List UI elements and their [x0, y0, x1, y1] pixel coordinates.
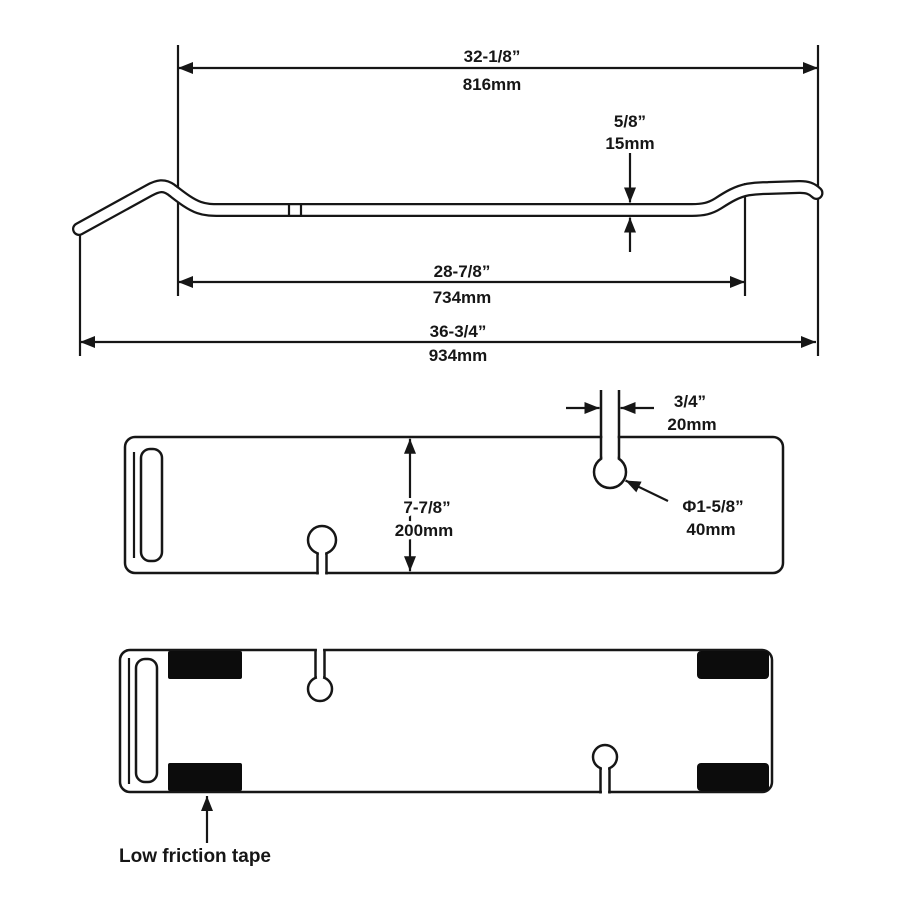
dim-thickness-inches-label: 5/8” [614, 112, 646, 131]
dim-hole-mm-label: 40mm [686, 520, 735, 539]
round-hole [592, 454, 628, 490]
top-notch-erase [316, 647, 324, 679]
tape-label: Low friction tape [119, 846, 271, 867]
bottom-keyhole-sides [599, 768, 611, 794]
dim-thickness-mm-label: 15mm [605, 134, 654, 153]
tape-patch-bottom-left [168, 763, 242, 791]
dim-height-inches-label: 7-7/8” [403, 498, 450, 517]
dim-height-mm-label: 200mm [395, 521, 454, 540]
dim-hole-inches-label: Φ1-5/8” [682, 497, 743, 516]
dim-top-inches-label: 32-1/8” [464, 47, 521, 66]
dim-slot-inches-label: 3/4” [674, 392, 706, 411]
rod-body [74, 181, 822, 234]
hole-diameter-leader [625, 479, 669, 502]
dim-inner-mm-label: 734mm [433, 288, 492, 307]
dim-top-mm-label: 816mm [463, 75, 522, 94]
top-notch-circle [306, 675, 334, 703]
tape-patch-top-right [697, 651, 769, 679]
tube-slot-sides [599, 390, 621, 460]
keyhole-slot-erase [318, 541, 326, 576]
dim-overall-inches-label: 36-3/4” [430, 322, 487, 341]
keyhole-slot-sides [316, 553, 328, 575]
plate-bottom-view: Low friction tape [118, 647, 774, 867]
tape-patch-bottom-right [697, 763, 769, 791]
rod-joint-seam [287, 204, 303, 216]
strap-slot-bottom [134, 657, 159, 784]
dim-inner-inches-label: 28-7/8” [434, 262, 491, 281]
bottom-keyhole-erase [601, 757, 609, 795]
top-notch-sides [314, 649, 326, 679]
hole-slot-erase [602, 434, 618, 460]
plate-top-view: 3/4” 20mm 7-7/8” 200mm Φ1-5/8” 40mm [123, 390, 785, 576]
tape-patch-top-left [168, 651, 242, 679]
strap-slot [139, 447, 164, 563]
dim-slot-mm-label: 20mm [667, 415, 716, 434]
side-profile-view: 32-1/8” 816mm 5/8” 15mm 28-7/8” 734mm 36… [72, 45, 824, 365]
dim-overall-mm-label: 934mm [429, 346, 488, 365]
